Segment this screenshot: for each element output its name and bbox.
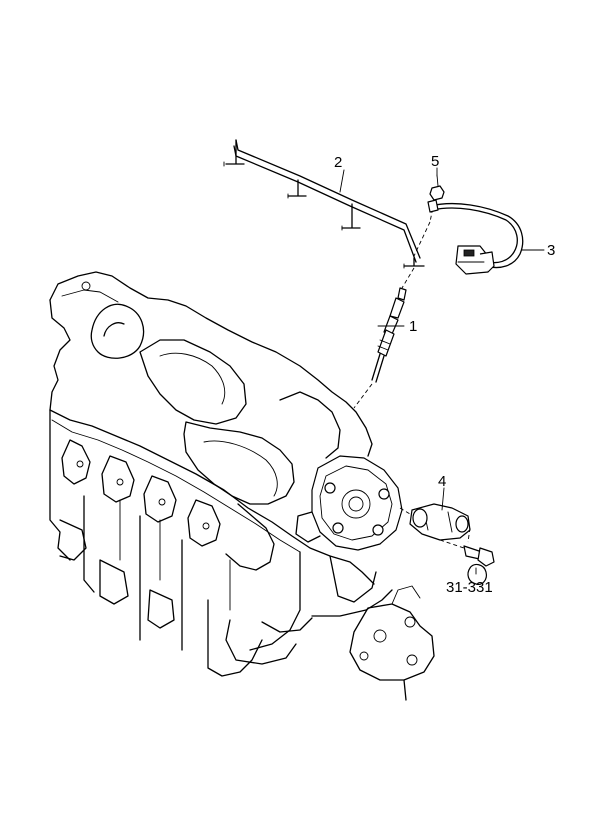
callout-1: 1: [409, 318, 417, 335]
callout-31-331: 31-331: [446, 579, 493, 596]
glow-wire-harness[interactable]: [427, 199, 524, 275]
callout-3: 3: [547, 242, 555, 259]
engine-cylinder-head: [49, 271, 435, 701]
callout-5: 5: [431, 153, 439, 170]
glow-plug-bus-bar[interactable]: [223, 139, 425, 269]
callout-4: 4: [438, 473, 446, 490]
mounting-bolt[interactable]: [439, 539, 495, 585]
bracket[interactable]: [399, 503, 471, 543]
terminal-nut[interactable]: [413, 174, 445, 257]
callout-2: 2: [334, 154, 342, 171]
leader-lines: [339, 167, 545, 575]
glow-plug[interactable]: [353, 267, 415, 409]
